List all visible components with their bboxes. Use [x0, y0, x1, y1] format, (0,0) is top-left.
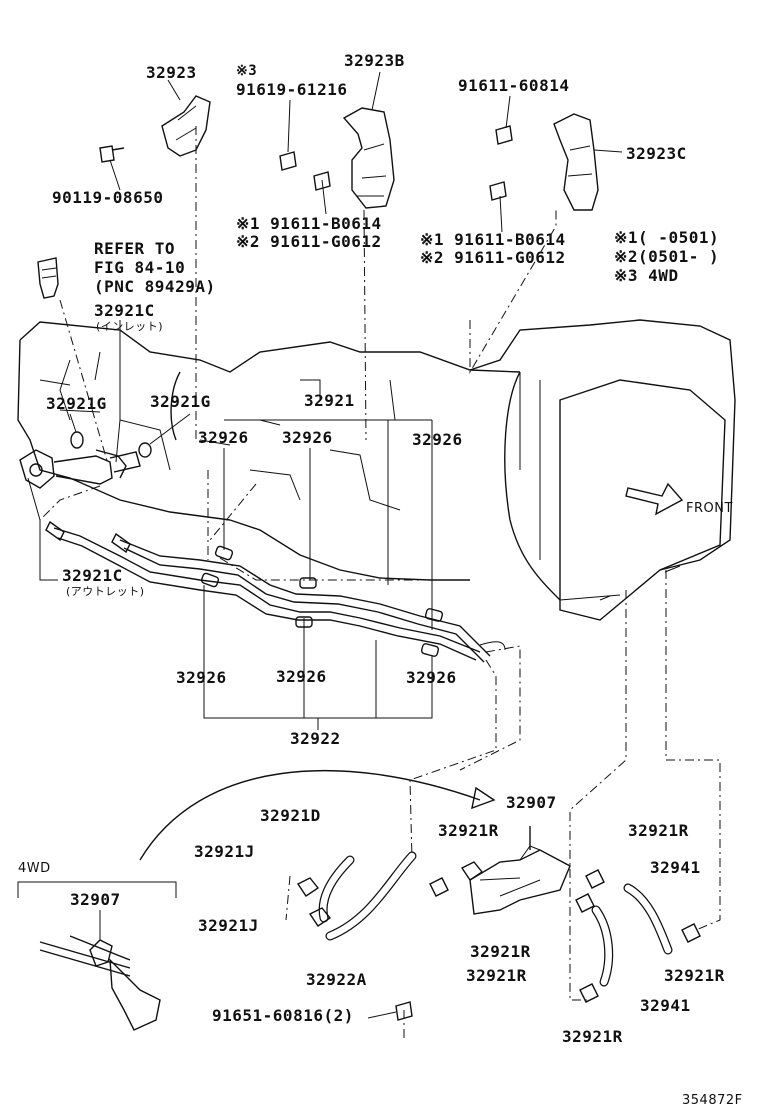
cooler-pipes — [45, 520, 506, 663]
label-32923B: 32923B — [344, 51, 405, 70]
label-legend1: ※1( -0501) — [614, 228, 720, 247]
label-alt2-right: ※2 91611-G0612 — [420, 248, 566, 267]
label-32921R-3: 32921R — [470, 942, 531, 961]
label-32921R-4: 32921R — [466, 966, 527, 985]
label-32926-a: 32926 — [198, 428, 249, 447]
transmission-outline — [17, 321, 521, 581]
label-32921R-2: 32921R — [628, 821, 689, 840]
label-32926-f: 32926 — [406, 668, 457, 687]
label-32921C-outlet: 32921C — [62, 566, 123, 585]
label-32923: 32923 — [146, 63, 197, 82]
label-32926-b: 32926 — [282, 428, 333, 447]
label-90119-08650: 90119-08650 — [52, 188, 164, 207]
label-legend2: ※2(0501- ) — [614, 247, 720, 266]
label-alt2-left: ※2 91611-G0612 — [236, 232, 382, 251]
label-4wd: 4WD — [18, 861, 51, 876]
label-32921R-6: 32921R — [562, 1027, 623, 1046]
label-32941-1: 32941 — [650, 858, 701, 877]
label-front: FRONT — [686, 501, 733, 516]
label-32921D: 32921D — [260, 806, 321, 825]
brackets — [99, 95, 599, 211]
figure-code: 354872F — [682, 1093, 743, 1108]
label-32921: 32921 — [304, 391, 355, 410]
label-91651-60816: 91651-60816(2) — [212, 1006, 354, 1025]
label-91619-61216: 91619-61216 — [236, 80, 348, 99]
label-32923C: 32923C — [626, 144, 687, 163]
label-91611-60814: 91611-60814 — [458, 76, 570, 95]
label-32921R-5: 32921R — [664, 966, 725, 985]
label-refer-fig: FIG 84-10 — [94, 258, 186, 277]
lower-hoses — [296, 826, 701, 1021]
fourwd-detail-box — [17, 881, 177, 1031]
label-32921G-right: 32921G — [150, 392, 211, 411]
label-refer-to: REFER TO — [94, 239, 176, 258]
label-32941-2: 32941 — [640, 996, 691, 1015]
label-alt1-right: ※1 91611-B0614 — [420, 230, 566, 249]
label-32907-top: 32907 — [506, 793, 557, 812]
label-inlet: (インレット) — [96, 320, 164, 333]
label-32922: 32922 — [290, 729, 341, 748]
label-32921J-1: 32921J — [194, 842, 255, 861]
transfer-case-outline — [469, 319, 736, 621]
label-32921G-left: 32921G — [46, 394, 107, 413]
label-alt1-left: ※1 91611-B0614 — [236, 214, 382, 233]
label-32926-e: 32926 — [276, 667, 327, 686]
label-legend3: ※3 4WD — [614, 266, 679, 285]
label-32907-box: 32907 — [70, 890, 121, 909]
label-outlet: (アウトレット) — [66, 585, 145, 598]
label-32921R-1: 32921R — [438, 821, 499, 840]
left-fittings — [19, 257, 152, 489]
label-note3-mark: ※3 — [236, 63, 258, 79]
label-32921J-2: 32921J — [198, 916, 259, 935]
label-32921C-inlet: 32921C — [94, 301, 155, 320]
label-refer-pnc: (PNC 89429A) — [94, 277, 216, 296]
label-32922A: 32922A — [306, 970, 367, 989]
label-32926-d: 32926 — [176, 668, 227, 687]
leader-lines — [27, 71, 721, 1040]
reference-arrow — [139, 769, 481, 861]
label-32926-c: 32926 — [412, 430, 463, 449]
